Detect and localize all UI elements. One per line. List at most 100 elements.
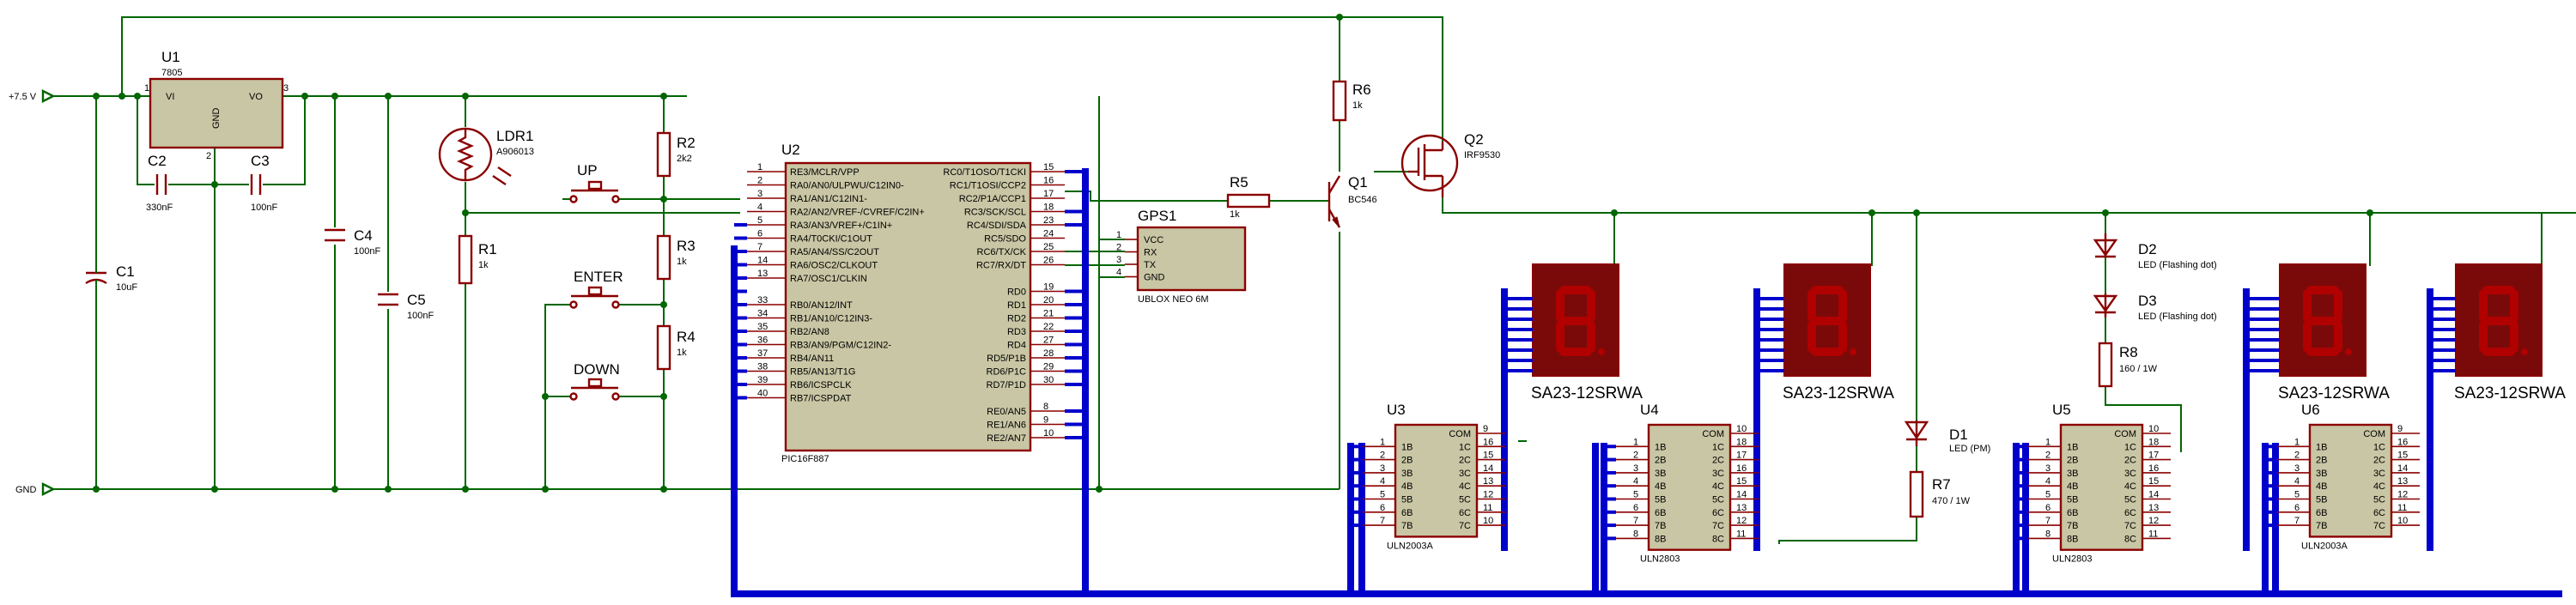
bus-taps <box>734 170 1085 439</box>
u2-pin-number: 9 <box>1043 415 1048 426</box>
u2-pin-number: 40 <box>757 389 768 399</box>
vin-label: +7.5 V <box>9 92 37 102</box>
driver-out-label: 7C <box>1459 521 1471 531</box>
gnd-label: GND <box>15 485 37 495</box>
driver-value: ULN2803 <box>2052 554 2092 565</box>
r8-value: 160 / 1W <box>2119 364 2158 374</box>
u2-pin-label: RA1/AN1/C12IN1- <box>790 194 867 204</box>
driver-out-number: 11 <box>2397 503 2407 513</box>
capacitor-c1: C1 10uF <box>85 262 137 293</box>
driver-in-label: 1B <box>2067 442 2078 452</box>
driver-in-label: 5B <box>2067 495 2078 505</box>
u2-pin-number: 16 <box>1043 176 1054 186</box>
driver-in-label: 8B <box>1655 534 1666 544</box>
driver-out-number: 11 <box>1736 529 1746 539</box>
driver-out-number: 16 <box>2148 463 2159 474</box>
driver-out-label: 2C <box>2373 456 2385 466</box>
driver-out-number: 18 <box>2148 437 2159 447</box>
u2-pin-label: RA2/AN2/VREF-/CVREF/C2IN+ <box>790 208 925 218</box>
ldr1-value: A906013 <box>496 147 534 157</box>
u2-pin-label: RC1/T1OSI/CCP2 <box>950 181 1026 191</box>
u2-pin-number: 35 <box>757 322 768 332</box>
d1-ref: D1 <box>1949 427 1968 443</box>
driver-out-number: 11 <box>1483 503 1492 513</box>
transistor-q1: Q1 BC546 <box>1314 174 1377 228</box>
driver-out-number: 13 <box>1736 503 1747 513</box>
gps1-value: UBLOX NEO 6M <box>1138 294 1209 305</box>
driver-out-label: 3C <box>2373 469 2385 479</box>
junctions <box>93 14 2373 493</box>
driver-out-label: 4C <box>1712 481 1724 492</box>
u2-pin-number: 39 <box>757 375 768 385</box>
c2-ref: C2 <box>148 153 167 169</box>
display-label: SA23-12SRWA <box>1531 384 1643 402</box>
c5-value: 100nF <box>407 311 434 321</box>
d3-value: LED (Flashing dot) <box>2138 312 2217 322</box>
u2-pin-label: RD3 <box>1007 327 1026 337</box>
u2-pin-number: 24 <box>1043 229 1054 239</box>
driver-in-number: 5 <box>1633 490 1638 500</box>
u2-pin-label: RB7/ICSPDAT <box>790 394 852 404</box>
r4-value: 1k <box>677 348 687 358</box>
display-label: SA23-12SRWA <box>2278 384 2390 402</box>
u2-pin-label: RD4 <box>1007 341 1026 351</box>
driver-out-label: 8C <box>2124 534 2136 544</box>
u2-pin-number: 38 <box>757 362 768 372</box>
driver-out-number: 9 <box>2397 424 2403 434</box>
display-label: SA23-12SRWA <box>2454 384 2566 402</box>
u2-pin-label: RB0/AN12/INT <box>790 300 853 311</box>
driver-out-number: 9 <box>1483 424 1488 434</box>
driver-out-number: 16 <box>1483 437 1493 447</box>
u2-pin-number: 8 <box>1043 402 1048 412</box>
driver-out-label: 4C <box>2373 481 2385 492</box>
driver-out-label: 5C <box>2124 495 2136 505</box>
driver-out-number: 15 <box>1736 476 1747 487</box>
driver-out-label: 5C <box>2373 495 2385 505</box>
u2-pin-label: RD2 <box>1007 314 1026 324</box>
u2-value: PIC16F887 <box>781 454 829 464</box>
u2-pin-number: 25 <box>1043 242 1054 252</box>
u2-pin-label: RA7/OSC1/CLKIN <box>790 274 867 284</box>
driver-out-label: 7C <box>2124 521 2136 531</box>
driver-out-number: 16 <box>1736 463 1747 474</box>
driver-in-number: 3 <box>1380 463 1385 474</box>
c2-value: 330nF <box>146 203 173 213</box>
u1-pin-vi: VI <box>166 92 174 102</box>
u2-pin-number: 27 <box>1043 336 1054 346</box>
u2-pin-number: 37 <box>757 348 768 359</box>
gps-pin-label: TX <box>1144 260 1157 270</box>
enter-ref: ENTER <box>574 269 623 285</box>
u2-pin-number: 19 <box>1043 282 1054 293</box>
driver-in-number: 3 <box>2294 463 2300 474</box>
capacitor-c2: C2 330nF <box>146 153 173 213</box>
ground-terminal: GND <box>15 482 62 496</box>
driver-out-label: 2C <box>1459 456 1471 466</box>
driver-out-label: 4C <box>2124 481 2136 492</box>
driver-out-label: 3C <box>1712 469 1724 479</box>
driver-out-number: 17 <box>2148 451 2159 461</box>
u2-pin-label: RC2/P1A/CCP1 <box>959 194 1026 204</box>
u1-pin-vo: VO <box>249 92 263 102</box>
u2-pin-label: RA3/AN3/VREF+/C1IN+ <box>790 221 892 231</box>
driver-in-label: 7B <box>1401 521 1413 531</box>
driver-out-number: 15 <box>1483 451 1493 461</box>
driver-out-label: 1C <box>1459 442 1471 452</box>
display-dp <box>2521 348 2528 355</box>
driver-out-number: 14 <box>1736 490 1747 500</box>
u2-pin-number: 1 <box>757 162 762 172</box>
driver-in-label: 6B <box>1401 508 1413 518</box>
driver-in-number: 3 <box>2045 463 2050 474</box>
display-dp <box>1598 348 1605 355</box>
c4-value: 100nF <box>354 246 380 257</box>
r5-value: 1k <box>1230 209 1240 220</box>
driver-out-number: 15 <box>2397 451 2408 461</box>
q1-value: BC546 <box>1348 195 1377 205</box>
driver-in-label: 5B <box>2316 495 2327 505</box>
driver-out-label: 7C <box>2373 521 2385 531</box>
